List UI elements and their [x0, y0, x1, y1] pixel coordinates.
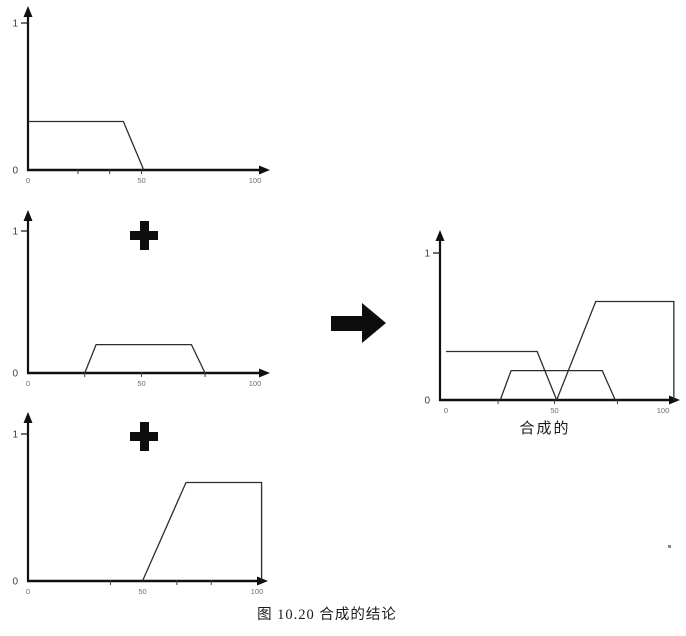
scan-noise-dot: [668, 545, 671, 548]
arrow-shaft: [331, 316, 363, 331]
x-tick-label: 0: [26, 379, 30, 388]
x-axis-arrow: [259, 368, 270, 378]
membership-chart-rule1: 0 50 100 1 0: [12, 6, 270, 185]
y-tick-label: 0: [12, 577, 18, 588]
membership-chart-rule2: 0 50 100 1 0: [12, 210, 270, 388]
x-tick-label: 100: [657, 406, 670, 414]
plus-icon: [130, 221, 158, 250]
arrow-right-icon: [331, 303, 386, 343]
series-rule2-clipped: [84, 343, 206, 374]
composite-membership-plot: 0 50 100 1 0: [420, 218, 686, 414]
y-tick-label: 0: [424, 396, 430, 407]
series-rule2-clipped: [499, 369, 616, 401]
x-tick-label: 0: [444, 406, 448, 414]
y-tick-label: 1: [12, 227, 18, 238]
series-rule1-clipped: [28, 120, 145, 171]
x-tick-label: 50: [550, 406, 558, 414]
y-tick-label: 0: [12, 369, 18, 380]
series-rule1-clipped: [446, 350, 558, 401]
x-axis-arrow: [259, 165, 270, 175]
x-tick-label: 50: [138, 587, 146, 596]
y-axis-arrow: [23, 210, 33, 221]
membership-chart-rule3: 0 50 100 1 0: [12, 412, 268, 596]
composite-membership-chart: 0 50 100 1 0: [424, 230, 680, 414]
x-tick-label: 100: [249, 176, 262, 185]
x-tick-label: 100: [251, 587, 264, 596]
y-axis-arrow: [23, 412, 33, 423]
figure-caption: 图 10.20 合成的结论: [257, 607, 397, 623]
membership-plot-rule2: 0 50 100 1 0: [4, 202, 276, 398]
plus-icon: [130, 422, 158, 451]
x-tick-label: 0: [26, 176, 30, 185]
membership-plot-rule1: 0 50 100 1 0: [4, 2, 276, 198]
y-tick-label: 1: [12, 430, 18, 441]
arrow-head: [362, 303, 386, 343]
y-tick-label: 1: [424, 249, 430, 260]
x-tick-label: 50: [137, 379, 145, 388]
x-tick-label: 50: [137, 176, 145, 185]
series-rule3-clipped: [556, 300, 675, 401]
y-tick-label: 1: [12, 19, 18, 30]
y-axis-arrow: [23, 6, 33, 17]
composite-plot-label: 合成的: [519, 421, 571, 437]
y-tick-label: 0: [12, 166, 18, 177]
x-tick-label: 0: [26, 587, 30, 596]
x-axis-arrow: [257, 576, 268, 586]
y-axis-arrow: [435, 230, 445, 241]
membership-plot-rule3: 0 50 100 1 0: [4, 402, 276, 602]
plus-vertical-bar: [140, 221, 149, 250]
plus-vertical-bar: [140, 422, 149, 451]
x-tick-label: 100: [249, 379, 262, 388]
series-rule3-clipped: [141, 481, 263, 582]
